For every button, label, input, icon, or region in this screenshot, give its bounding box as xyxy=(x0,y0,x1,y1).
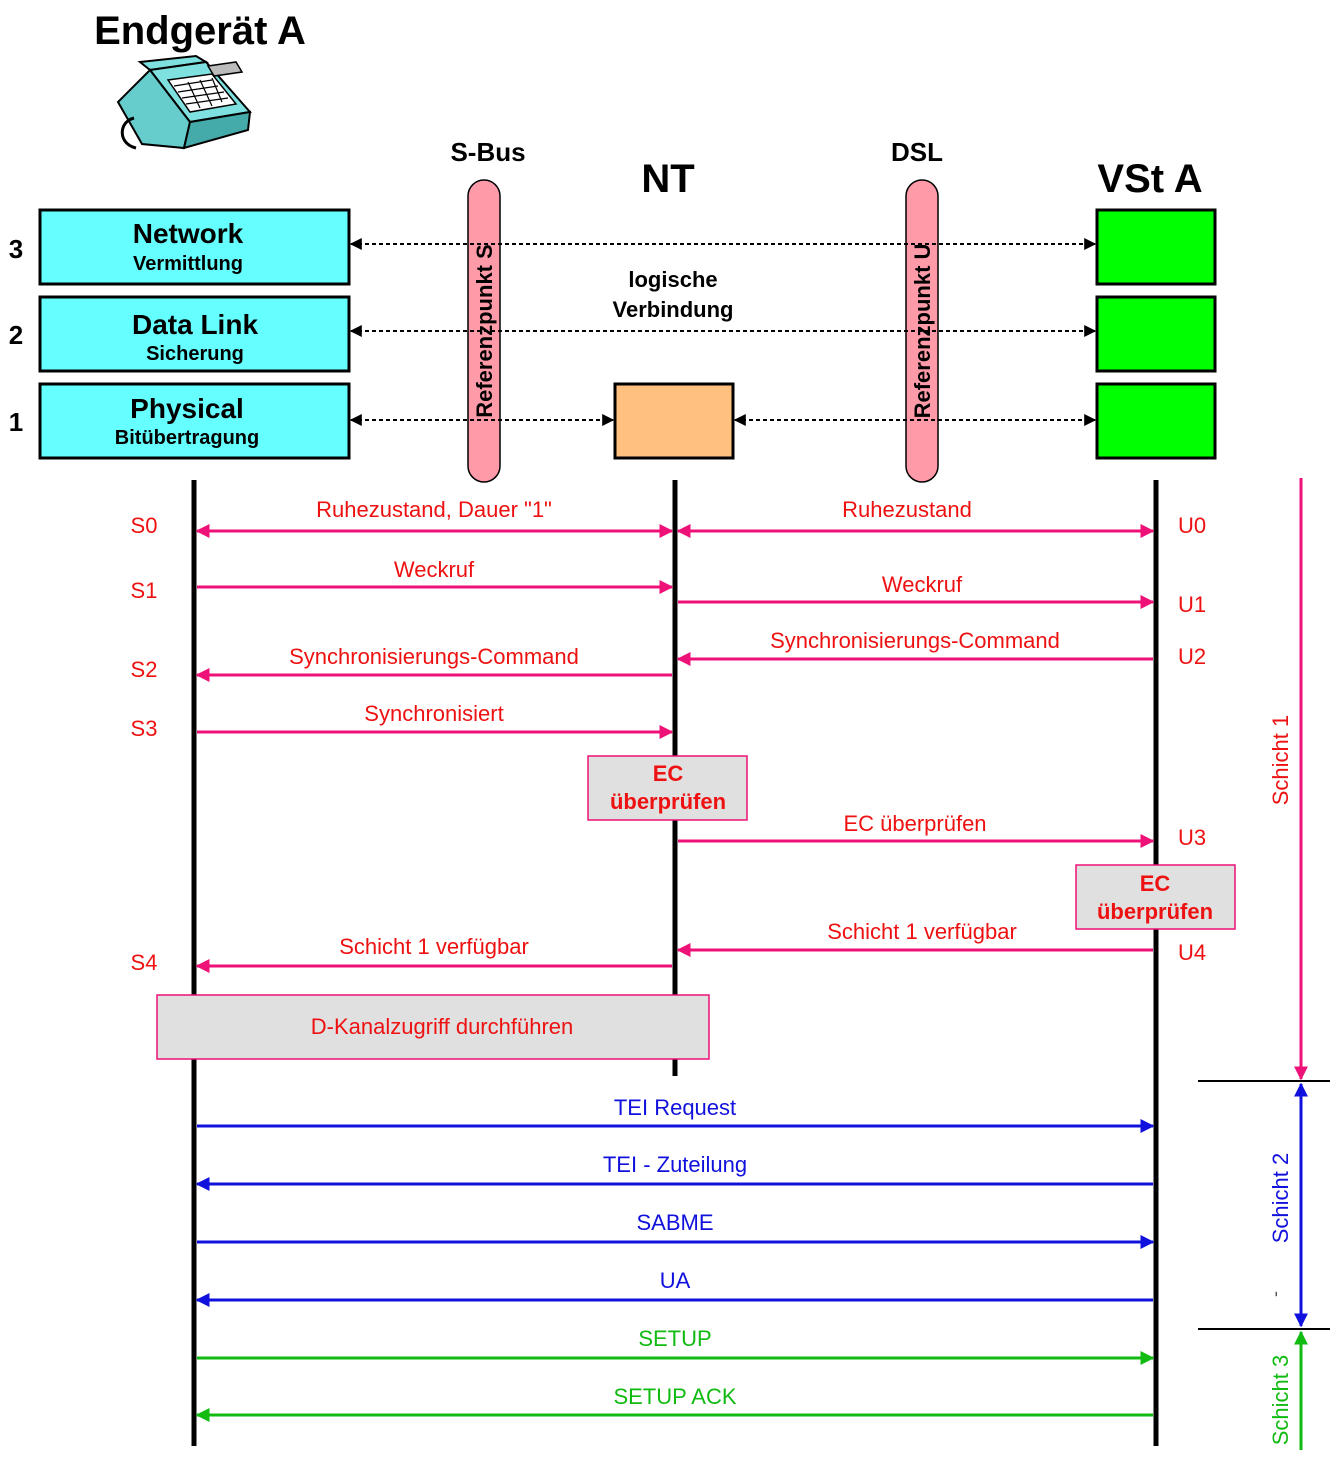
state-u3: U3 xyxy=(1178,825,1206,850)
msg-setup: SETUP xyxy=(638,1326,711,1351)
msg-u3: EC überprüfen xyxy=(843,811,986,836)
sbus-label: S-Bus xyxy=(450,137,525,167)
msg-ua: UA xyxy=(660,1268,691,1293)
ec-vst-line1: EC xyxy=(1140,871,1171,896)
telephone-icon xyxy=(116,54,252,150)
state-u2: U2 xyxy=(1178,644,1206,669)
msg-s0: Ruhezustand, Dauer "1" xyxy=(316,497,552,522)
nt-title: NT xyxy=(641,157,694,201)
layer-number-3: 3 xyxy=(9,234,23,264)
ec-vst-line2: überprüfen xyxy=(1097,899,1213,924)
layer-number-2: 2 xyxy=(9,320,23,350)
msg-u4: Schicht 1 verfügbar xyxy=(827,919,1017,944)
logical-connection-line2: Verbindung xyxy=(613,297,734,322)
layer-box-physical: Physical Bitübertragung xyxy=(38,382,351,460)
msg-s2: Synchronisierungs-Command xyxy=(289,644,579,669)
msg-setup-ack: SETUP ACK xyxy=(613,1384,736,1409)
msg-sabme: SABME xyxy=(636,1210,713,1235)
phase-label-schicht3: Schicht 3 xyxy=(1268,1355,1293,1446)
layer-name-network: Network xyxy=(133,218,244,249)
d-channel-box: D-Kanalzugriff durchführen xyxy=(156,994,710,1060)
vst-box-layer1 xyxy=(1095,382,1217,460)
msg-tei-request: TEI Request xyxy=(614,1095,736,1120)
msg-s1: Weckruf xyxy=(394,557,475,582)
layer-name-data-link: Data Link xyxy=(132,309,258,340)
logical-connection-line1: logische xyxy=(628,267,717,292)
nt-physical-box xyxy=(613,382,735,460)
terminal-title: Endgerät A xyxy=(94,9,306,53)
state-s4: S4 xyxy=(131,950,158,975)
dsl-label: DSL xyxy=(891,137,943,167)
vst-box-layer3 xyxy=(1095,208,1217,286)
layer-number-1: 1 xyxy=(9,407,23,437)
state-s2: S2 xyxy=(131,657,158,682)
layer-sub-data-link: Sicherung xyxy=(146,343,244,365)
ec-check-box-nt: EC überprüfen xyxy=(587,755,748,821)
layer-name-physical: Physical xyxy=(130,393,244,424)
phase-label-schicht1: Schicht 1 xyxy=(1268,715,1293,806)
state-s3: S3 xyxy=(131,716,158,741)
msg-u1: Weckruf xyxy=(882,572,963,597)
ec-nt-line2: überprüfen xyxy=(610,789,726,814)
msg-u0: Ruhezustand xyxy=(842,497,972,522)
d-channel-label: D-Kanalzugriff durchführen xyxy=(311,1014,574,1039)
layer-box-network: Network Vermittlung xyxy=(38,208,351,286)
phase-dash: - xyxy=(1265,1291,1285,1297)
state-s1: S1 xyxy=(131,578,158,603)
state-s0: S0 xyxy=(131,513,158,538)
state-u4: U4 xyxy=(1178,940,1206,965)
state-u1: U1 xyxy=(1178,592,1206,617)
layer-sub-network: Vermittlung xyxy=(133,253,243,275)
ec-check-box-vst: EC überprüfen xyxy=(1075,864,1236,930)
phase-label-schicht2: Schicht 2 xyxy=(1268,1153,1293,1244)
layer-sub-physical: Bitübertragung xyxy=(115,427,259,449)
ec-nt-line1: EC xyxy=(653,761,684,786)
msg-tei-assign: TEI - Zuteilung xyxy=(603,1152,747,1177)
msg-s4: Schicht 1 verfügbar xyxy=(339,934,529,959)
msg-u2: Synchronisierungs-Command xyxy=(770,628,1060,653)
vst-box-layer2 xyxy=(1095,295,1217,373)
layer-box-data-link: Data Link Sicherung xyxy=(38,295,351,373)
vst-title: VSt A xyxy=(1097,157,1202,201)
msg-s3: Synchronisiert xyxy=(364,701,503,726)
state-u0: U0 xyxy=(1178,513,1206,538)
